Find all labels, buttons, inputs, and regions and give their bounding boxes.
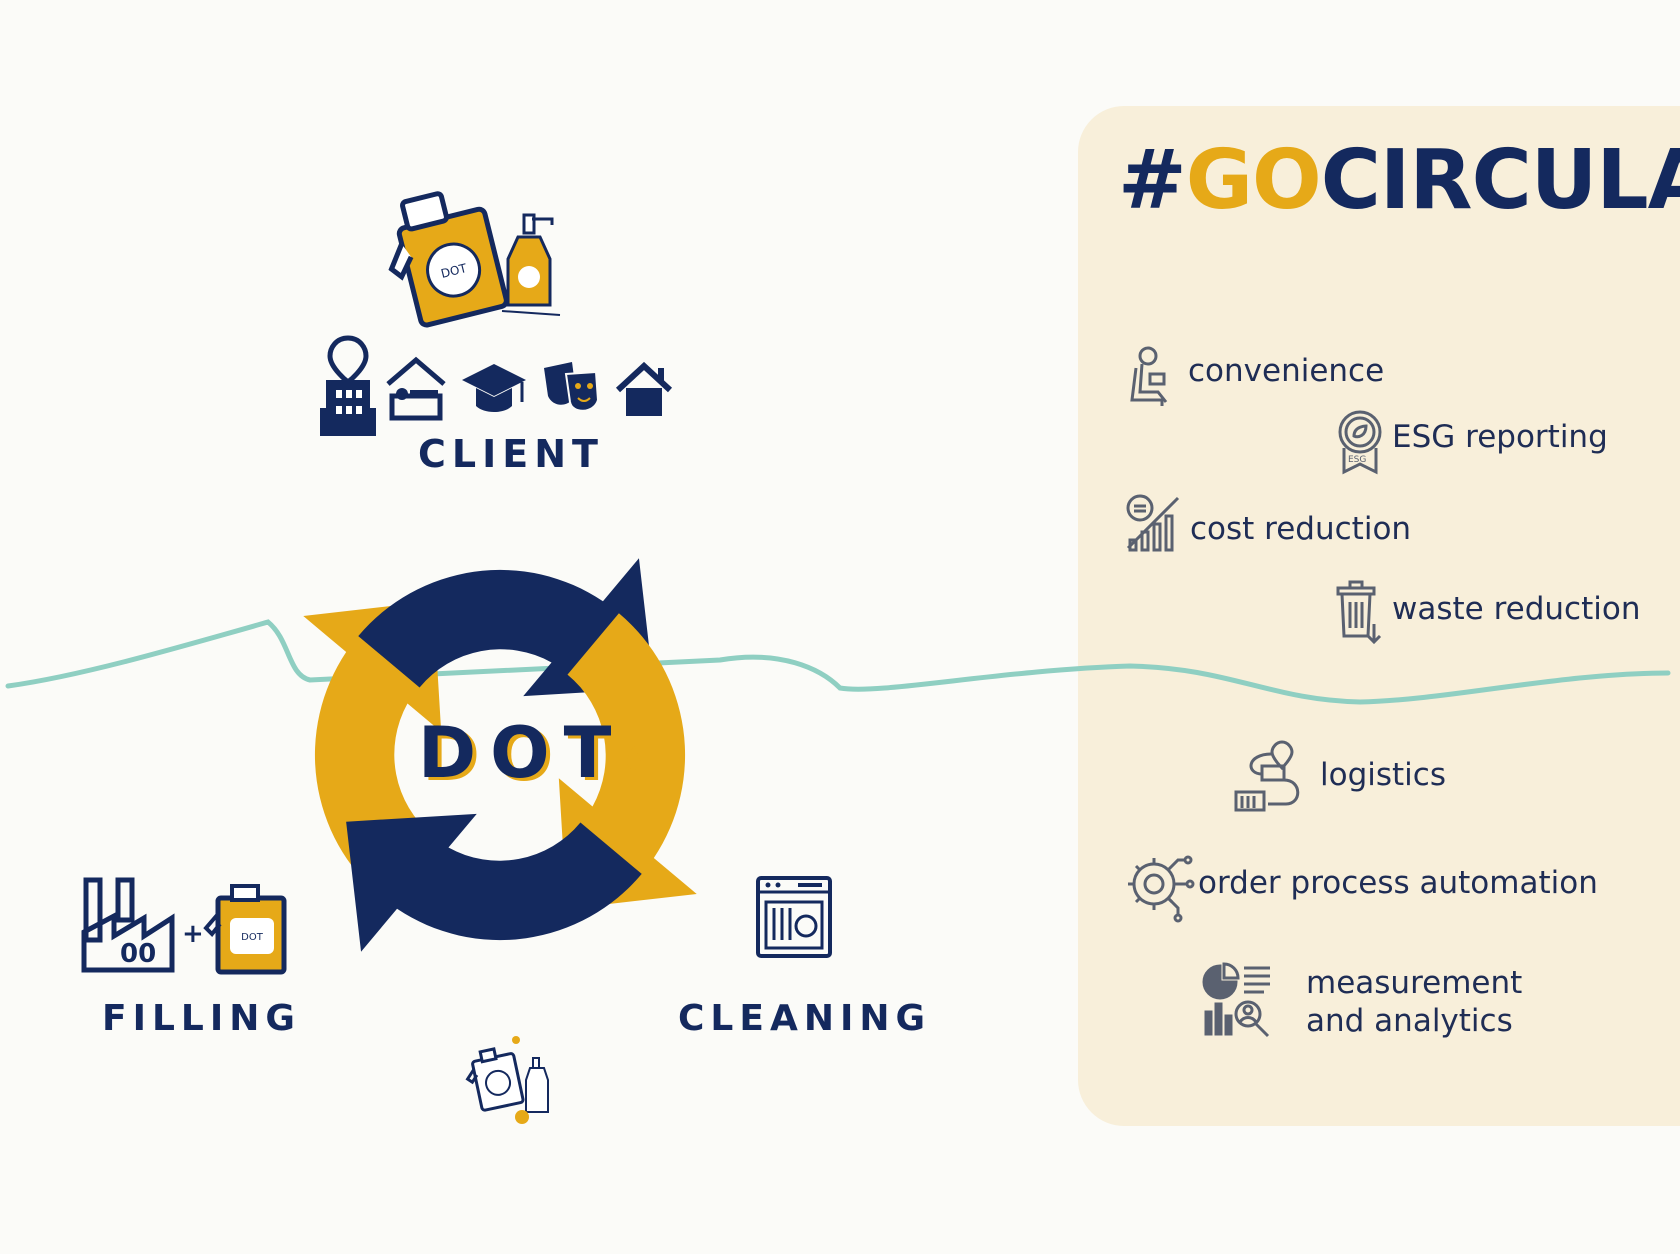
delivery-route-icon xyxy=(1234,740,1300,812)
lodging-icon xyxy=(386,356,446,421)
benefit-measurement-line2: and analytics xyxy=(1306,1003,1513,1039)
benefit-measurement-line1: measurement xyxy=(1306,965,1523,1001)
svg-text:DOT: DOT xyxy=(241,932,264,943)
benefit-logistics: logistics xyxy=(1320,757,1446,793)
droplet-icon xyxy=(627,745,641,770)
arrow-bottom-left xyxy=(346,813,642,952)
gear-circuit-icon xyxy=(1128,855,1195,923)
benefit-cost-reduction: cost reduction xyxy=(1190,511,1412,547)
benefit-esg-reporting: ESG reporting xyxy=(1392,419,1608,455)
gocircular-panel xyxy=(1078,106,1680,1126)
trash-bin-icon xyxy=(1336,580,1382,645)
esg-badge-icon: ESG xyxy=(1338,410,1382,475)
small-canister-icon xyxy=(465,1047,525,1112)
stage-label-cleaning: CLEANING xyxy=(678,998,932,1039)
drop-dot-icon xyxy=(512,1036,520,1044)
gocircular-title: #GOCIRCULAR xyxy=(1118,133,1680,228)
house-icon xyxy=(615,361,673,416)
graduation-cap-icon xyxy=(462,364,526,412)
svg-text:00: 00 xyxy=(120,939,156,969)
factory-icon: 00 xyxy=(81,877,175,973)
dishwasher-icon xyxy=(756,876,832,958)
bottle-icon xyxy=(501,213,561,316)
benefit-convenience: convenience xyxy=(1188,353,1385,389)
svg-text:DOT: DOT xyxy=(439,261,468,281)
svg-text:ESG: ESG xyxy=(1348,455,1366,465)
coin-icon xyxy=(515,1110,529,1124)
relaxing-person-icon xyxy=(1130,346,1168,406)
benefit-order-process-automation: order process automation xyxy=(1198,865,1598,901)
canister-icon: DOT xyxy=(388,191,509,328)
stage-label-client: CLIENT xyxy=(418,432,604,476)
canister-filling-icon: DOT xyxy=(203,884,287,975)
stage-label-filling: FILLING xyxy=(102,998,301,1039)
plus-sign: + xyxy=(182,919,204,949)
growth-chart-icon xyxy=(1126,494,1180,552)
hotel-icon xyxy=(320,335,376,436)
benefit-waste-reduction: waste reduction xyxy=(1392,591,1641,627)
cycle-center-label: DOT xyxy=(418,712,626,794)
small-bottle-icon xyxy=(525,1057,549,1113)
analytics-icon xyxy=(1202,962,1270,1038)
theater-masks-icon xyxy=(544,362,600,412)
